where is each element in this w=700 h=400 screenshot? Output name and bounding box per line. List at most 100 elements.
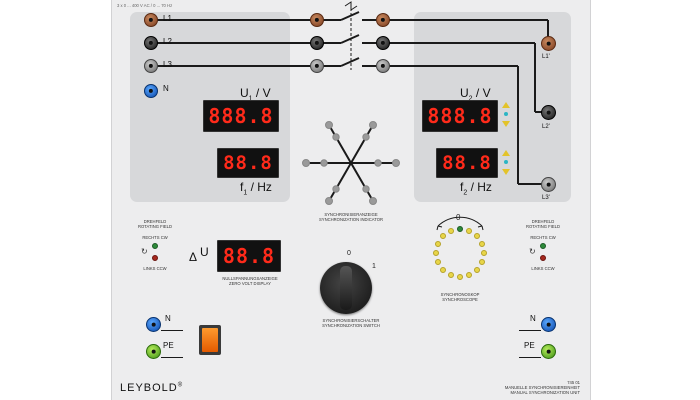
- power-switch-rocker: [202, 328, 218, 352]
- frequency-1-display: 88.8: [217, 148, 279, 178]
- voltage-2-down-button[interactable]: [502, 121, 510, 127]
- voltage-2-up-button[interactable]: [502, 102, 510, 108]
- bottom-left-pe-label: PE: [163, 341, 174, 350]
- synchroscope-led: [457, 274, 463, 280]
- synchroscope-ring: [436, 216, 484, 231]
- sync-switch-label-de: SYNCHRONISIERSCHALTER: [322, 318, 380, 323]
- voltage-2-display: 888.8: [422, 100, 498, 132]
- rotating-field-right-ccw: LINKS CCW: [531, 266, 555, 271]
- terminal-l2-prime[interactable]: [541, 105, 556, 120]
- rotating-field-right-cw-led: [540, 243, 546, 249]
- switch-in-l3[interactable]: [310, 59, 324, 73]
- rotating-field-left-ccw-led: [152, 255, 158, 261]
- synchroscope-led: [433, 250, 439, 256]
- rotating-field-left-cw: RECHTS CW: [142, 235, 168, 240]
- switch-in-l2[interactable]: [310, 36, 324, 50]
- bottom-right-n-terminal[interactable]: [541, 317, 556, 332]
- terminal-n-top[interactable]: [144, 84, 158, 98]
- synchroscope-label-en: SYNCHROSCOPE: [442, 297, 478, 302]
- synchroscope-led: [440, 267, 446, 273]
- bottom-left-n-label: N: [165, 314, 171, 323]
- rotating-field-left-ccw: LINKS CCW: [143, 266, 167, 271]
- switch-out-l1[interactable]: [376, 13, 390, 27]
- zero-volt-label-de: NULLSPANNUNGSANZEIGE: [222, 276, 278, 281]
- switch-out-l3[interactable]: [376, 59, 390, 73]
- switch-pos-0: 0: [347, 250, 351, 257]
- rotating-field-left-cw-led: [152, 243, 158, 249]
- terminal-l3[interactable]: [144, 59, 158, 73]
- rotation-arrow-icon: ↻: [141, 247, 148, 256]
- delta-icon: Δ: [189, 250, 198, 264]
- sync-indicator-label-de: SYNCHRONISIERANZEIGE: [324, 212, 378, 217]
- divider: [519, 330, 541, 331]
- terminal-l2-label: L2: [163, 37, 172, 46]
- terminal-n-label: N: [163, 84, 169, 93]
- frequency-2-display: 88.8: [436, 148, 498, 178]
- synchroscope-led: [466, 228, 472, 234]
- terminal-l2[interactable]: [144, 36, 158, 50]
- zero-volt-symbol: U: [200, 245, 209, 259]
- terminal-l1-label: L1: [163, 14, 172, 23]
- divider: [519, 357, 541, 358]
- sync-switch-handle: [340, 266, 352, 310]
- bottom-right-n-label: N: [530, 314, 536, 323]
- sync-indicator-label-en: SYNCHRONIZATION INDICATOR: [319, 217, 383, 222]
- synchroscope-led: [440, 233, 446, 239]
- bottom-right-pe-label: PE: [524, 341, 535, 350]
- frequency-1-label: f1 / Hz: [240, 180, 272, 197]
- synchroscope-zero: 0: [456, 213, 461, 222]
- sync-switch-label-en: SYNCHRONIZATION SWITCH: [322, 323, 380, 328]
- power-switch[interactable]: [199, 325, 221, 355]
- synchroscope-led: [466, 272, 472, 278]
- switch-in-l1[interactable]: [310, 13, 324, 27]
- terminal-l3-prime[interactable]: [541, 177, 556, 192]
- terminal-l3-label: L3: [163, 60, 172, 69]
- voltage-2-led: [504, 112, 508, 116]
- sync-switch-knob[interactable]: [320, 262, 372, 314]
- zero-volt-label-en: ZERO VOLT DISPLAY: [229, 281, 271, 286]
- model-number: 745 01: [567, 380, 580, 385]
- switch-out-l2[interactable]: [376, 36, 390, 50]
- synchroscope-led: [448, 272, 454, 278]
- terminal-l2-prime-label: L2': [542, 124, 550, 130]
- terminal-l1-prime[interactable]: [541, 36, 556, 51]
- rotating-field-right-title-en: ROTATING FIELD: [525, 224, 561, 229]
- synchroscope-led: [435, 259, 441, 265]
- model-name-en: MANUAL SYNCHRONIZATION UNIT: [510, 390, 580, 395]
- rotating-field-right-cw: RECHTS CW: [530, 235, 556, 240]
- terminal-l1[interactable]: [144, 13, 158, 27]
- divider: [161, 357, 183, 358]
- frequency-2-led: [504, 160, 508, 164]
- synchroscope-led: [481, 250, 487, 256]
- voltage-1-display: 888.8: [203, 100, 279, 132]
- synchroscope-led: [435, 241, 441, 247]
- rating-label: 3 x 0 ... 400 V AC / 0 ... 70 Hz: [117, 3, 173, 8]
- divider: [161, 330, 183, 331]
- rotating-field-left-title-de: DREHFELD: [143, 219, 167, 224]
- sync-indicator-star: [302, 121, 400, 205]
- synchroscope-led: [479, 259, 485, 265]
- rotating-field-left-title-en: ROTATING FIELD: [137, 224, 173, 229]
- switch-pos-1: 1: [372, 263, 376, 270]
- synchroscope-led: [479, 241, 485, 247]
- model-name-de: MANUELLE SYNCHRONISIEREINHEIT: [504, 385, 580, 390]
- zero-volt-display: 88.8: [217, 240, 281, 272]
- frequency-2-up-button[interactable]: [502, 150, 510, 156]
- bottom-left-n-terminal[interactable]: [146, 317, 161, 332]
- synchroscope-led: [474, 233, 480, 239]
- bottom-right-pe-terminal[interactable]: [541, 344, 556, 359]
- voltage-1-label: U1 / V: [240, 86, 271, 103]
- terminal-l1-prime-label: L1': [542, 54, 550, 60]
- bottom-left-pe-terminal[interactable]: [146, 344, 161, 359]
- brand-logo: LEYBOLD®: [120, 382, 184, 394]
- frequency-2-label: f2 / Hz: [460, 180, 492, 197]
- rotating-field-right-title-de: DREHFELD: [531, 219, 555, 224]
- synchroscope-led: [448, 228, 454, 234]
- frequency-2-down-button[interactable]: [502, 169, 510, 175]
- synchroscope-led-sync: [457, 226, 463, 232]
- voltage-2-label: U2 / V: [460, 86, 491, 103]
- rotation-arrow-icon: ↻: [529, 247, 536, 256]
- synchroscope-led: [474, 267, 480, 273]
